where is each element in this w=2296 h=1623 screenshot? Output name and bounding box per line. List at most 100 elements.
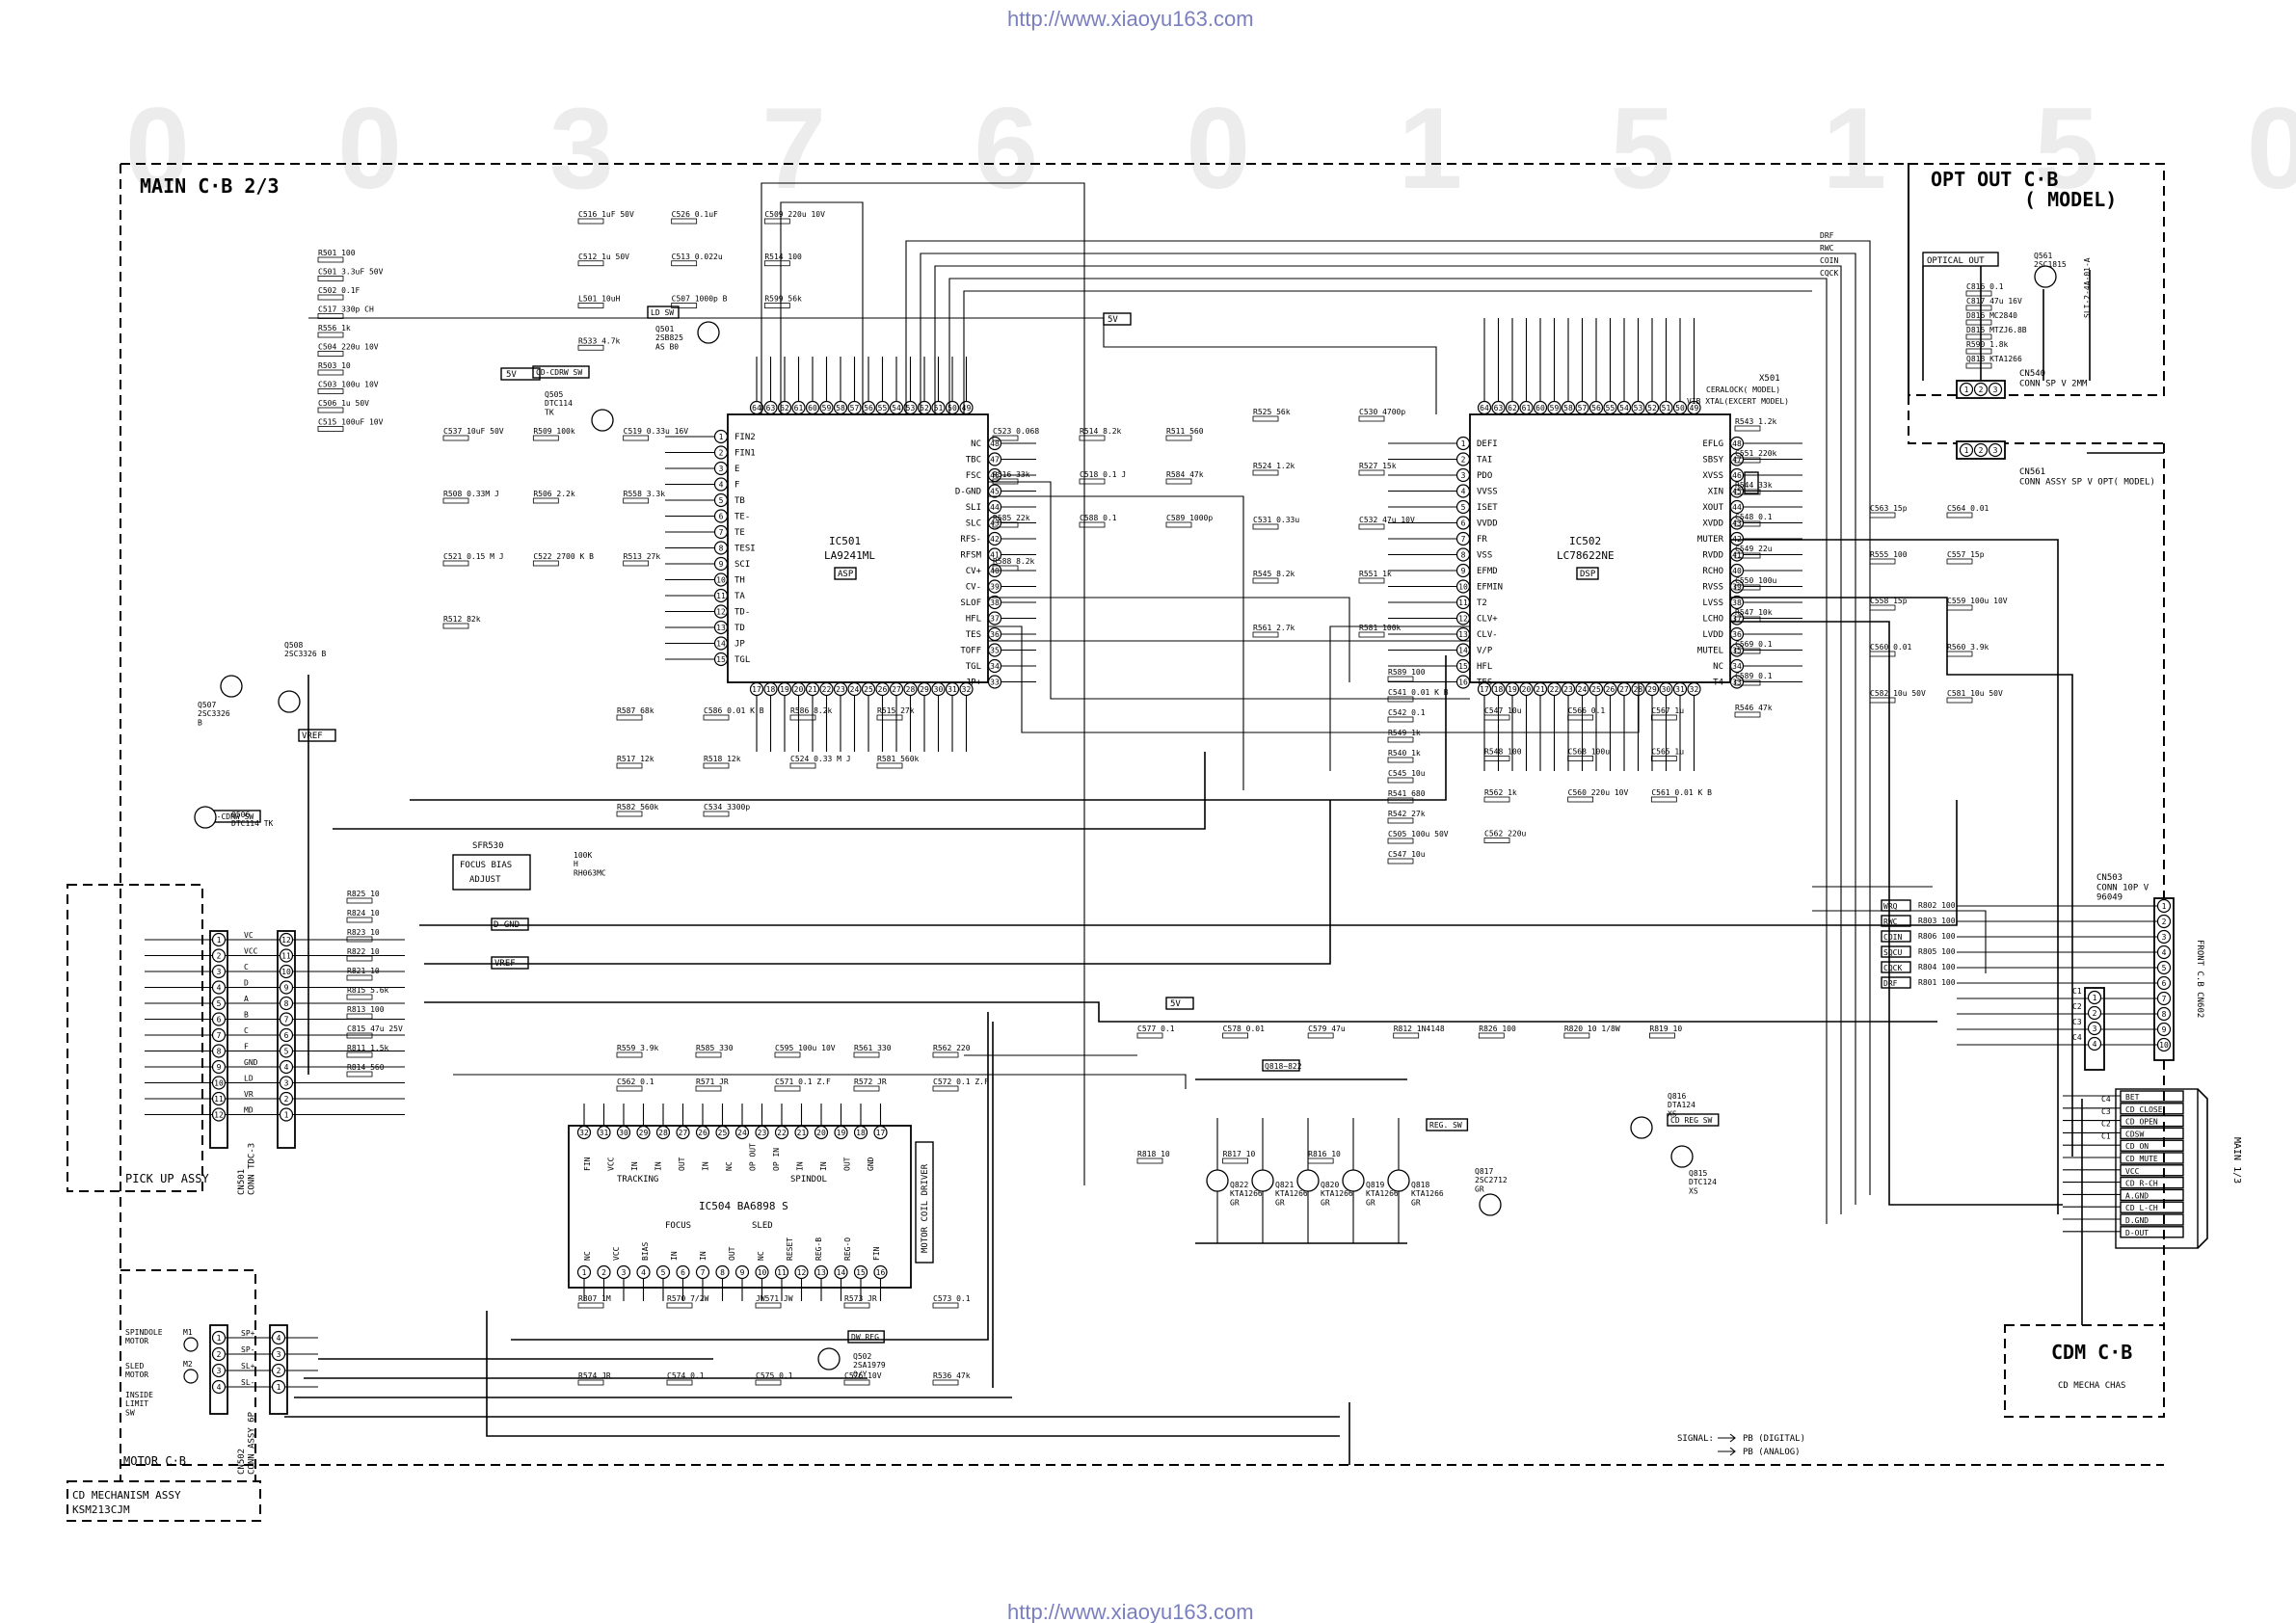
ic504-tracking: TRACKING	[617, 1175, 658, 1184]
ic504-top-label: GND	[867, 1157, 875, 1171]
component-symbol	[755, 1379, 782, 1386]
component-symbol	[1387, 736, 1414, 743]
ic502-pin-48	[1729, 436, 1745, 451]
cn503-pin	[2156, 914, 2172, 929]
ic502-pin-11	[1455, 595, 1471, 610]
pickup-pin-label: D	[244, 979, 249, 988]
ic501-pin-37	[987, 611, 1002, 625]
motor-pin-left	[211, 1363, 227, 1378]
component-symbol	[1252, 523, 1279, 530]
component-symbol	[317, 388, 344, 394]
ic501-left-label: TD-	[734, 608, 750, 618]
component-label: C518 0.1 J	[1080, 470, 1126, 479]
component-label: R506 2.2k	[533, 490, 575, 498]
ic504-pin-29-num: 29	[639, 1129, 649, 1137]
component-symbol	[1358, 577, 1385, 584]
pickup-pin-left-num: 4	[217, 984, 222, 993]
ic502-pin-4	[1455, 484, 1471, 498]
ic501-pin-4-num: 4	[719, 481, 724, 490]
component-label: JW571 JW	[756, 1294, 793, 1303]
component-symbol	[1965, 290, 1992, 297]
ic502-bottom-pin-num: 31	[1675, 685, 1685, 694]
component-label: C562 0.1	[617, 1078, 654, 1086]
component-label: R547 10k	[1735, 608, 1773, 617]
component-label: R807 1M	[578, 1294, 611, 1303]
component-symbol	[1965, 348, 1992, 355]
pickup-pin-left	[211, 1059, 227, 1075]
component-label: R823 10	[347, 928, 380, 937]
ic502-top-pin-num: 51	[1662, 404, 1671, 412]
component-label: R573 JR	[844, 1294, 877, 1303]
ic502-top-pin-num: 49	[1690, 404, 1699, 412]
ic502-pin-12	[1455, 611, 1471, 625]
focus-bias-title: FOCUS BIAS	[460, 861, 512, 870]
ic501-pin-41-num: 41	[990, 551, 1000, 560]
ic502-pin-16-num: 16	[1458, 678, 1468, 687]
component-label: C502 0.1F	[318, 286, 360, 295]
pickup-pin-left-num: 12	[214, 1111, 224, 1120]
ic502-bottom-pin	[1477, 681, 1492, 697]
ic501-bottom-pin	[833, 681, 848, 697]
ic501-pin-43	[987, 516, 1002, 530]
ic501-left-label: TB	[734, 496, 745, 506]
component-symbol	[1869, 651, 1896, 657]
component-symbol	[1650, 796, 1677, 803]
component-label: C576 10V	[844, 1371, 882, 1380]
pickup-pin-right	[279, 948, 294, 963]
ic502-top-pin-num: 62	[1508, 404, 1517, 412]
component-label: C505 100u 50V	[1388, 830, 1449, 838]
pickup-pin-label: A	[244, 995, 249, 1003]
ic502-top-pin-num: 53	[1634, 404, 1643, 412]
component-symbol	[532, 497, 559, 504]
pickup-pin-left-num: 1	[217, 936, 222, 945]
ic501-pin-44-num: 44	[990, 503, 1000, 512]
top-line-label: DRF	[1820, 231, 1834, 240]
component-label: C515 100uF 10V	[318, 418, 384, 427]
ic502-bottom-pin	[1505, 681, 1520, 697]
ic502-bottom-pin	[1491, 681, 1506, 697]
ic504-pin-11	[774, 1264, 789, 1280]
ic504-bottom-label: REG-O	[843, 1237, 852, 1261]
pickup-pin-left-num: 2	[217, 952, 222, 961]
component-symbol	[1393, 1032, 1420, 1039]
ic504-pin-28	[655, 1125, 671, 1140]
pickup-pin-right	[279, 1091, 294, 1106]
ic504-pin-9-num: 9	[740, 1268, 745, 1277]
component-symbol	[671, 260, 698, 267]
cn503-pin	[2156, 1006, 2172, 1022]
ic502-left-label: ISET	[1477, 503, 1498, 513]
component-label: C815 47u 25V	[347, 1024, 403, 1033]
switch-label: CD-CDRW SW	[207, 812, 254, 821]
ic502-pin-3	[1455, 467, 1471, 483]
ic504-pin-20	[814, 1125, 829, 1140]
ic502-top-pin-num: 55	[1606, 404, 1615, 412]
ic501-pin-33-num: 33	[990, 678, 1000, 687]
ic501-top-pin	[875, 400, 890, 415]
component-label: C519 0.33u 16V	[624, 427, 689, 436]
component-label: C817 47u 16V	[1966, 297, 2022, 306]
component-label: R820 10 1/8W	[1564, 1024, 1620, 1033]
component-symbol	[1358, 523, 1385, 530]
cn602-pin-num: 1	[2093, 994, 2097, 1002]
ic501-pin-15-num: 15	[716, 655, 726, 664]
ic501-left-label: TE-	[734, 513, 750, 522]
watermark-url-top: http://www.xiaoyu163.com	[1007, 7, 1254, 31]
ic504-pin-23	[755, 1125, 769, 1140]
ic504-pin-23-num: 23	[758, 1129, 767, 1137]
ic502-top-pin	[1547, 400, 1562, 415]
pickup-pin-left	[211, 996, 227, 1011]
ic501-bottom-pin	[861, 681, 876, 697]
ic502-bottom-pin-num: 30	[1662, 685, 1671, 694]
component-label: C559 100u 10V	[1947, 597, 2008, 605]
ic502-pin-33-num: 33	[1732, 678, 1742, 687]
pickup-pin-left	[211, 980, 227, 995]
ic504-top-label: IN	[702, 1161, 710, 1171]
